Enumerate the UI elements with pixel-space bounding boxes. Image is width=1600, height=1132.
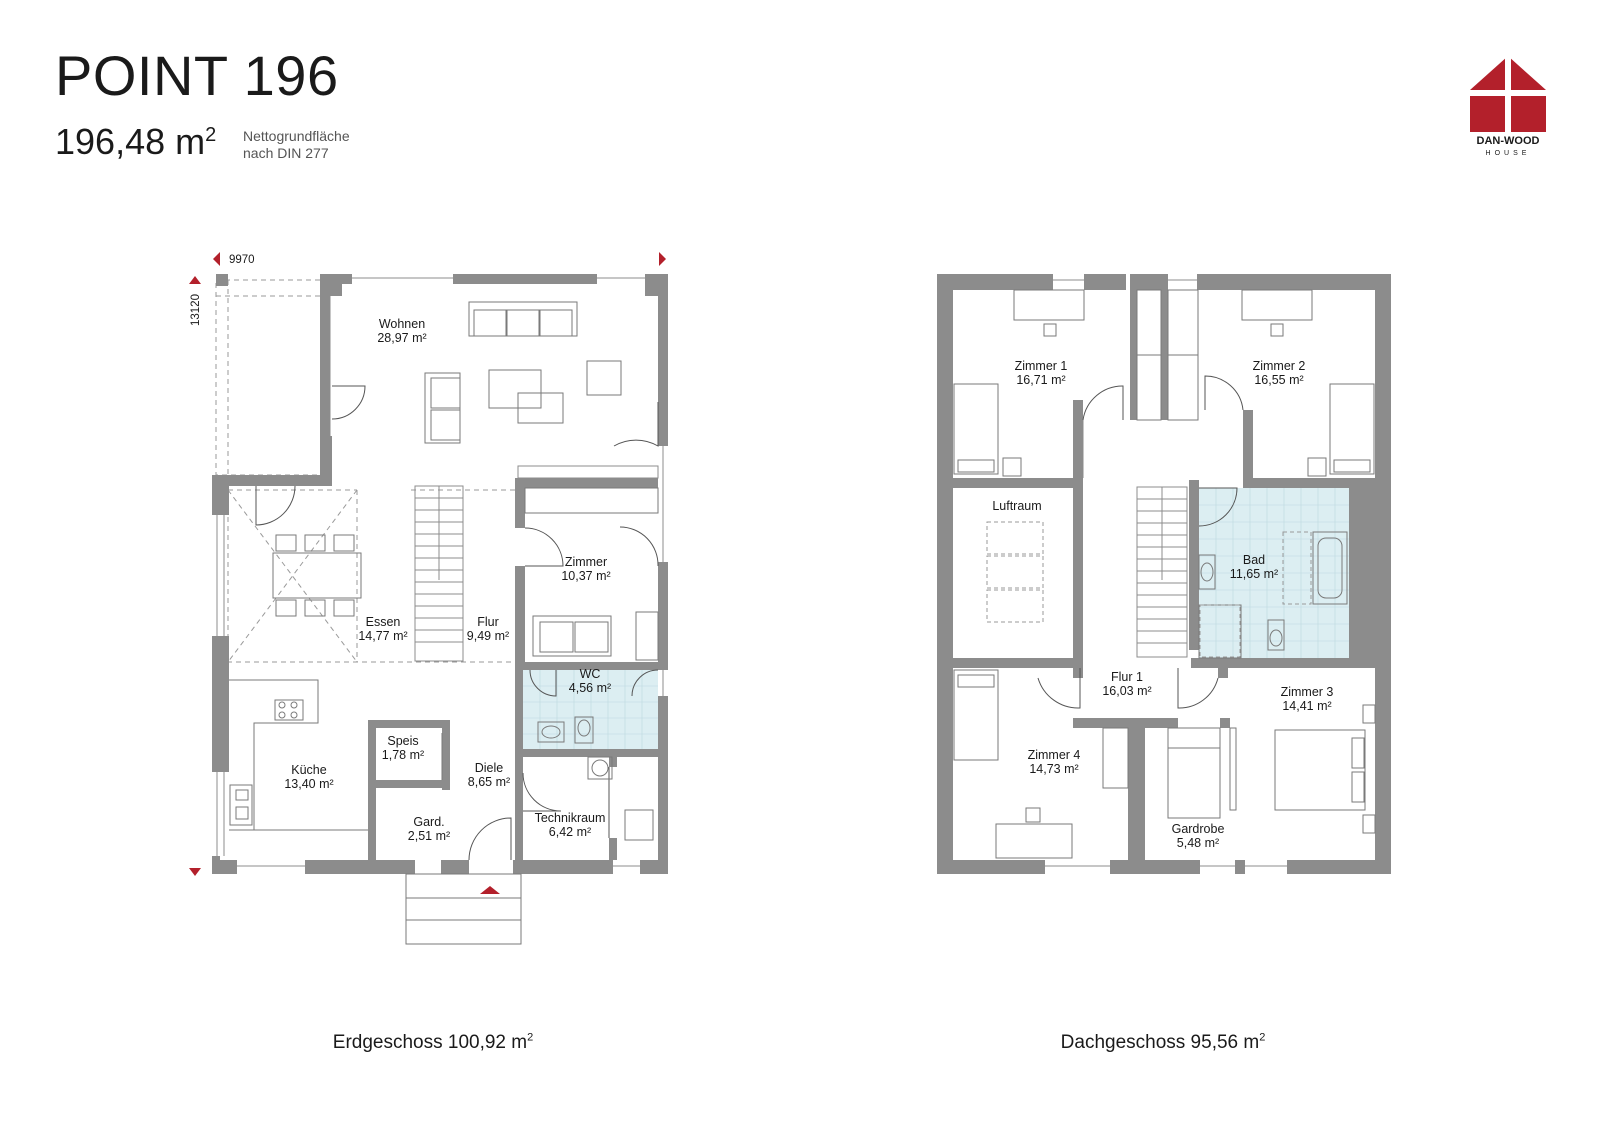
- room-name: Diele: [475, 761, 504, 775]
- room-area: 10,37 m²: [561, 569, 610, 583]
- room-area: 11,65 m²: [1230, 567, 1278, 581]
- dimension-arrow-bottom: [189, 868, 201, 876]
- room-area: 14,41 m²: [1282, 699, 1331, 713]
- width-dimension: 9970: [229, 254, 255, 266]
- upper-floor-caption-sup: 2: [1259, 1031, 1266, 1044]
- room-name: Essen: [366, 615, 401, 629]
- upper-floor-caption: Dachgeschoss 95,56 m2: [963, 1032, 1363, 1054]
- ground-floor-windows: [216, 277, 664, 867]
- room-area: 16,03 m²: [1102, 684, 1151, 698]
- logo-line2: HOUSE: [1486, 150, 1531, 157]
- room-area: 9,49 m²: [467, 629, 509, 643]
- ground-floor-caption-sup: 2: [527, 1031, 534, 1044]
- ground-floor-room-labels: Wohnen 28,97 m² Zimmer 10,37 m² Essen 14…: [284, 317, 611, 843]
- total-area-unit-sup: 2: [205, 124, 217, 146]
- room-area: 14,77 m²: [358, 629, 407, 643]
- room-name: Technikraum: [535, 811, 606, 825]
- room-area: 5,48 m²: [1177, 836, 1219, 850]
- upper-floor-doors: [1037, 375, 1244, 709]
- room-area: 6,42 m²: [549, 825, 591, 839]
- ground-floor-walls: [212, 274, 668, 874]
- room-area: 14,73 m²: [1029, 762, 1078, 776]
- total-area: 196,48 m2: [55, 124, 216, 160]
- total-area-value: 196,48 m: [55, 121, 206, 162]
- room-name: Flur 1: [1111, 670, 1143, 684]
- logo-line1: DAN-WOOD: [1477, 135, 1540, 147]
- room-area: 1,78 m²: [382, 748, 424, 762]
- area-note-line2: nach DIN 277: [243, 145, 329, 161]
- upper-floor-plan: [937, 274, 1391, 874]
- dan-wood-logo: DAN-WOOD HOUSE: [1470, 56, 1546, 157]
- dimension-arrow-right: [659, 252, 666, 266]
- entrance-arrow: [480, 886, 500, 894]
- area-note: Nettogrundfläche nach DIN 277: [243, 128, 350, 162]
- ground-floor-caption-text: Erdgeschoss 100,92 m: [332, 1032, 528, 1053]
- ground-floor-stair: [414, 485, 464, 662]
- upper-floor-stair: [1136, 486, 1188, 658]
- room-name: Zimmer 3: [1281, 685, 1334, 699]
- room-name: Zimmer 1: [1015, 359, 1068, 373]
- room-name: Zimmer 2: [1253, 359, 1306, 373]
- room-area: 28,97 m²: [377, 331, 426, 345]
- wc-tile-grid: [523, 670, 658, 749]
- area-note-line1: Nettogrundfläche: [243, 128, 350, 144]
- room-area: 13,40 m²: [284, 777, 333, 791]
- room-name: Gardrobe: [1172, 822, 1225, 836]
- room-name: Speis: [387, 734, 418, 748]
- luftraum-void: [986, 521, 1044, 623]
- room-area: 4,56 m²: [569, 681, 611, 695]
- ground-floor-doors: [255, 385, 659, 861]
- room-name: Wohnen: [379, 317, 425, 331]
- room-area: 16,55 m²: [1254, 373, 1303, 387]
- upper-floor-room-labels: Zimmer 1 16,71 m² Zimmer 2 16,55 m² Luft…: [992, 359, 1333, 850]
- upper-floor-windows: [1045, 279, 1287, 867]
- dimension-arrow-top: [189, 276, 201, 284]
- room-name: WC: [580, 667, 601, 681]
- room-area: 16,71 m²: [1016, 373, 1065, 387]
- room-name: Küche: [291, 763, 326, 777]
- room-name: Zimmer 4: [1028, 748, 1081, 762]
- room-name: Zimmer: [565, 555, 607, 569]
- room-name: Bad: [1243, 553, 1265, 567]
- bad-tile-grid: [1199, 488, 1349, 658]
- upper-floor-walls: [937, 274, 1391, 874]
- room-name: Luftraum: [992, 499, 1041, 513]
- upper-floor-furniture: [953, 289, 1376, 859]
- depth-dimension: 13120: [190, 294, 202, 326]
- room-area: 2,51 m²: [408, 829, 450, 843]
- plan-title: POINT 196: [55, 44, 339, 107]
- room-area: 8,65 m²: [468, 775, 510, 789]
- room-name: Gard.: [413, 815, 444, 829]
- dimension-arrow-left: [213, 252, 220, 266]
- ground-floor-furniture: [229, 301, 659, 945]
- upper-floor-caption-text: Dachgeschoss 95,56 m: [1060, 1032, 1260, 1053]
- ground-floor-plan: 9970 13120: [189, 252, 668, 945]
- room-name: Flur: [477, 615, 499, 629]
- ground-floor-caption: Erdgeschoss 100,92 m2: [233, 1032, 633, 1054]
- terrace-outline: [215, 279, 323, 476]
